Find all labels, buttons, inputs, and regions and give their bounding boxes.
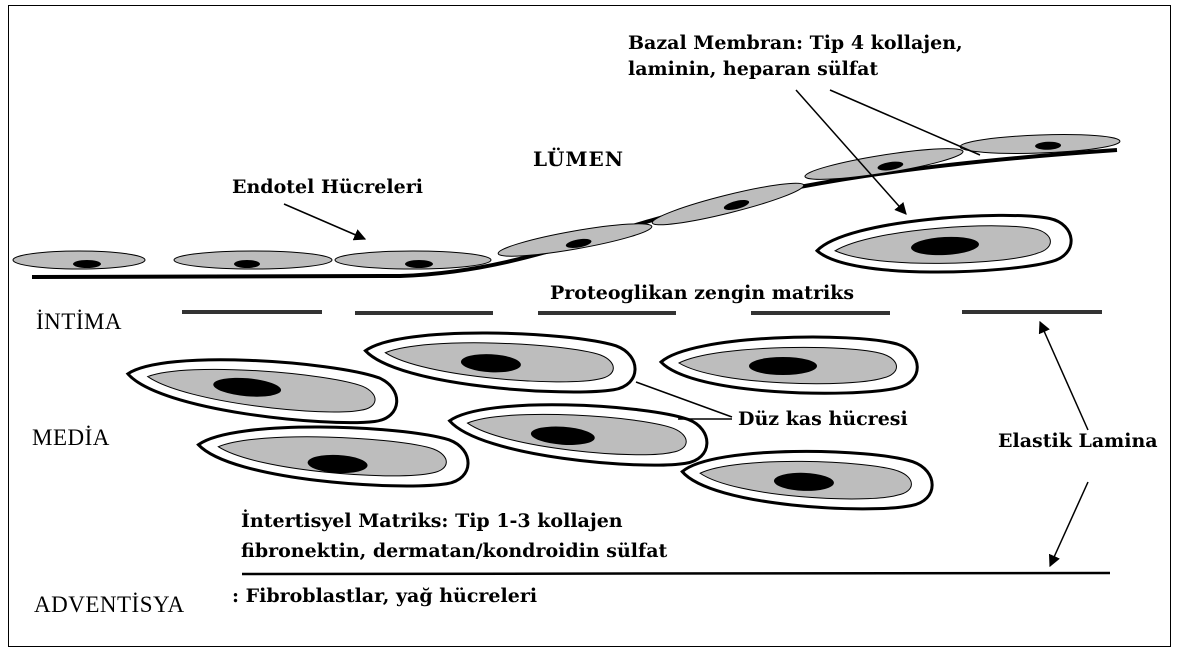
smooth-muscle-cell bbox=[364, 326, 637, 396]
smooth-muscle-cell bbox=[197, 420, 470, 490]
endothelial-cells-label: Endotel Hücreleri bbox=[232, 174, 423, 200]
elastic-lamina-label: Elastik Lamina bbox=[998, 428, 1158, 454]
smooth-muscle-cell bbox=[447, 396, 709, 470]
interstitial-matrix-label-line2: fibronektin, dermatan/kondroidin sülfat bbox=[241, 538, 667, 564]
basal-membrane-arrow-to-cell bbox=[796, 90, 906, 214]
adventitia-layer-label: ADVENTİSYA bbox=[34, 592, 185, 618]
media-layer-label: MEDİA bbox=[32, 425, 110, 451]
smooth-muscle-cell bbox=[681, 447, 933, 512]
endothelial-cell bbox=[650, 176, 806, 231]
intima-layer-label: İNTİMA bbox=[36, 309, 122, 335]
lumen-label: LÜMEN bbox=[533, 146, 624, 172]
internal-elastic-lamina bbox=[182, 312, 1102, 313]
basal-membrane-label-line2: laminin, heparan sülfat bbox=[628, 56, 878, 82]
elastic-lamina-arrow-up bbox=[1040, 322, 1088, 430]
smooth-muscle-cell-label: Düz kas hücresi bbox=[738, 406, 908, 432]
external-elastic-lamina bbox=[242, 573, 1110, 574]
elastic-lamina-arrow-down bbox=[1050, 482, 1088, 566]
endothelial-arrow bbox=[284, 204, 365, 239]
proteoglycan-matrix-label: Proteoglikan zengin matriks bbox=[550, 280, 854, 306]
smooth-muscle-cell bbox=[125, 349, 399, 429]
basal-membrane-label-line1: Bazal Membran: Tip 4 kollajen, bbox=[628, 30, 963, 56]
intimal-smooth-muscle-cell bbox=[816, 211, 1073, 279]
interstitial-matrix-label-line1: İntertisyel Matriks: Tip 1-3 kollajen bbox=[241, 508, 623, 534]
endothelial-cell bbox=[13, 251, 145, 269]
adventitia-description-label: : Fibroblastlar, yağ hücreleri bbox=[232, 583, 537, 609]
endothelial-cell bbox=[335, 251, 491, 269]
endothelial-cell bbox=[174, 251, 332, 269]
endothelial-cell bbox=[497, 218, 654, 263]
smooth-muscle-cell bbox=[661, 337, 917, 393]
basal-membrane-leader-to-lamina bbox=[830, 90, 980, 155]
